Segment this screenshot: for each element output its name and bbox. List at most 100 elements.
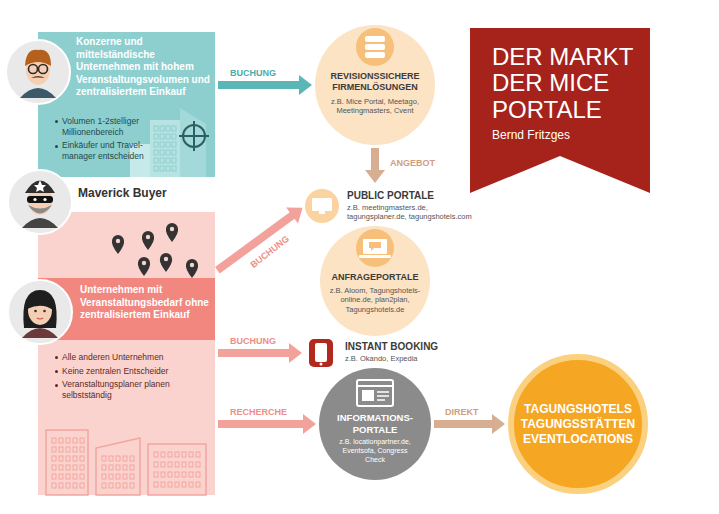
decor-shape [172, 142, 176, 147]
decor-shape [80, 483, 84, 488]
decor-shape [73, 438, 77, 443]
decor-shape [369, 242, 381, 251]
decor-shape [33, 198, 36, 201]
decor-shape [154, 462, 158, 467]
decor-shape [161, 452, 165, 457]
decor-shape [166, 142, 170, 147]
decor-shape [66, 474, 70, 479]
portal-item: PUBLIC PORTALEz.B. meetingmasters.de, ta… [305, 186, 475, 226]
decor-shape [154, 142, 158, 147]
decor-shape [123, 456, 127, 461]
decor-shape [365, 36, 385, 42]
decor-shape [116, 474, 120, 479]
decor-shape [166, 150, 170, 155]
node-text: z.B. Mice Portal, Meetago, Meetingmaster… [329, 97, 421, 116]
decor-shape [8, 280, 72, 344]
decor-shape [154, 482, 158, 487]
decor-shape [59, 447, 63, 452]
decor-shape [164, 257, 168, 261]
decor-shape [66, 456, 70, 461]
decor-shape [31, 76, 45, 78]
node-text: Bernd Fritzges [492, 128, 642, 143]
decor-shape [154, 158, 158, 163]
decor-shape [154, 472, 158, 477]
flow-arrow [215, 207, 303, 273]
portal-item: INSTANT BOOKINGz.B. Okando, Expedia [305, 338, 475, 368]
decor-shape [46, 430, 88, 495]
edge-label: BUCHUNG [228, 336, 278, 347]
decor-shape [154, 166, 158, 171]
decor-shape [73, 447, 77, 452]
node-heading: INSTANT BOOKING [345, 341, 475, 354]
decor-shape [166, 126, 170, 131]
decor-shape [186, 259, 198, 278]
decor-shape [196, 482, 200, 487]
decor-shape [102, 456, 106, 461]
decor-shape [27, 196, 53, 203]
decor-shape [179, 135, 209, 137]
node-heading: Unternehmen mit Veranstaltungsbedarf ohn… [80, 284, 212, 322]
decor-shape [59, 465, 63, 470]
decor-shape [80, 474, 84, 479]
decor-shape [22, 328, 58, 338]
decor-shape [52, 456, 56, 461]
decor-shape [109, 465, 113, 470]
decor-shape [172, 150, 176, 155]
edge-label: DIREKT [443, 407, 481, 418]
decor-shape [73, 456, 77, 461]
decor-shape [160, 166, 164, 171]
decor-shape [112, 235, 124, 254]
edge-label: ANGEBOT [388, 158, 437, 169]
node-text: z.B. locationpartner.de, Eventsofa, Cong… [335, 438, 415, 464]
decor-shape [102, 483, 106, 488]
decor-shape [43, 198, 46, 201]
decor-shape [182, 462, 186, 467]
decor-shape [102, 474, 106, 479]
decor-shape [377, 395, 389, 397]
edge-label: BUCHUNG [228, 68, 278, 79]
decor-shape [39, 65, 48, 74]
decor-shape [66, 483, 70, 488]
decor-shape [357, 380, 393, 406]
decor-shape [22, 218, 58, 228]
node-heading: PUBLIC PORTALE [347, 190, 475, 203]
decor-shape [172, 126, 176, 131]
decor-shape [66, 438, 70, 443]
decor-shape [363, 239, 387, 254]
decor-shape [109, 456, 113, 461]
decor-shape [80, 456, 84, 461]
decor-shape [123, 474, 127, 479]
decor-shape [123, 465, 127, 470]
decor-shape [189, 472, 193, 477]
edge-label: BUCHUNG [247, 232, 293, 271]
decor-shape [6, 40, 70, 104]
decor-shape [160, 253, 172, 272]
decor-shape [73, 474, 77, 479]
decor-shape [59, 456, 63, 461]
node-heading: ANFRAGEPORTALE [325, 272, 425, 283]
decor-shape [130, 456, 134, 461]
bullet-text: Veranstaltungsplaner planen selbstständi… [54, 379, 184, 400]
decor-shape [196, 452, 200, 457]
portal-circle: INFORMATIONS- PORTALEz.B. locationpartne… [319, 368, 431, 480]
buyer-box: Unternehmen mit Veranstaltungsbedarf ohn… [38, 212, 215, 495]
decor-shape [190, 263, 194, 267]
decor-shape [154, 452, 158, 457]
decor-shape [148, 444, 206, 495]
decor-shape [305, 189, 339, 223]
portal-circle: REVISIONSSICHERE FIRMENLÖSUNGENz.B. Mice… [315, 25, 435, 145]
decor-shape [66, 465, 70, 470]
decor-shape [160, 142, 164, 147]
decor-shape [142, 261, 146, 265]
decor-shape [52, 474, 56, 479]
decor-shape [25, 50, 51, 66]
decor-shape [196, 472, 200, 477]
decor-shape [116, 456, 120, 461]
decor-shape [26, 55, 50, 85]
node-text: z.B. Okando, Expedia [345, 354, 475, 363]
decor-shape [175, 482, 179, 487]
decor-shape [168, 472, 172, 477]
bullet-text: Keine zentralen Entscheider [54, 366, 184, 377]
decor-shape [52, 465, 56, 470]
edge-label: RECHERCHE [228, 407, 289, 418]
